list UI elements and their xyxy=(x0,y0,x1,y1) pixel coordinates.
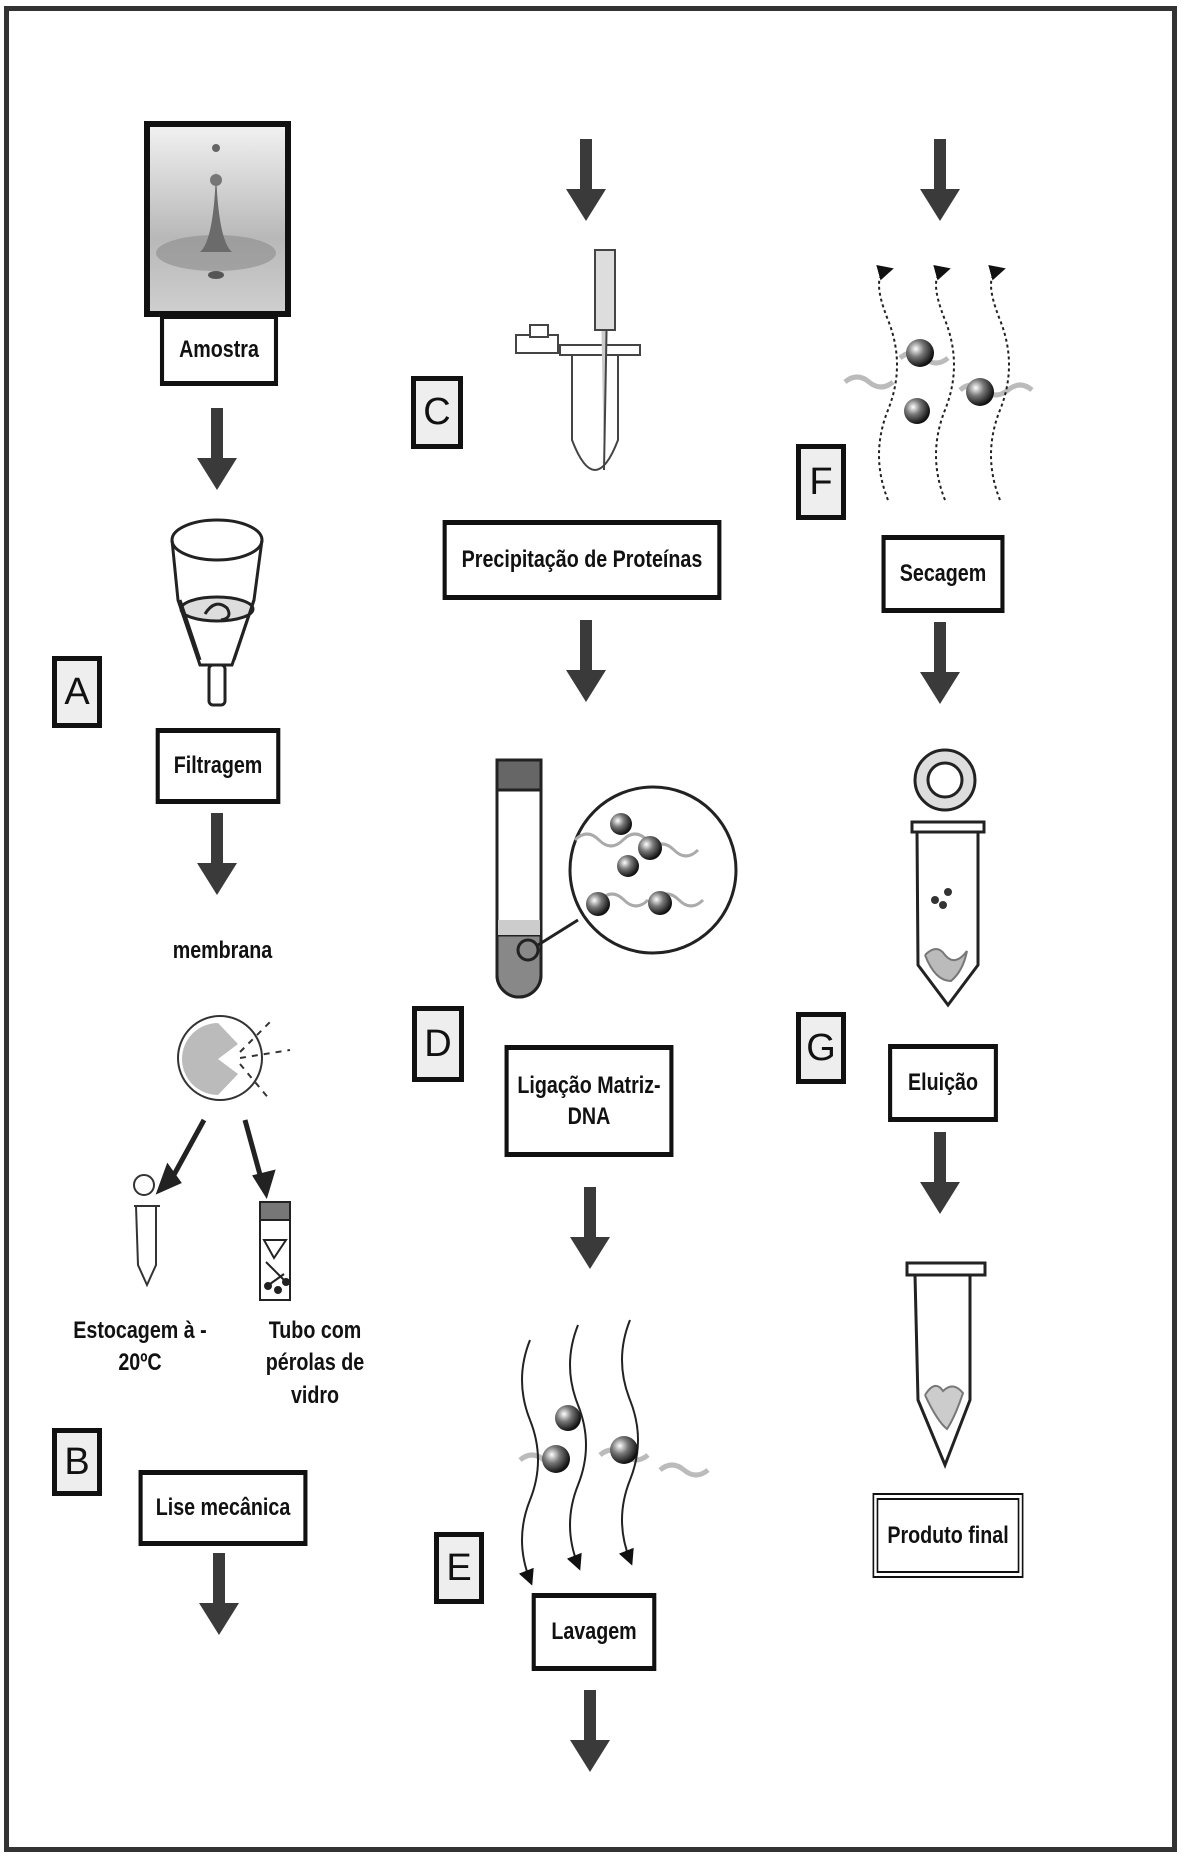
marker-c: C xyxy=(411,376,463,449)
step-amostra: Amostra xyxy=(160,314,278,386)
split-arrows xyxy=(160,1120,272,1193)
pipette-tube-icon xyxy=(516,250,640,470)
washing-illustration xyxy=(520,1320,708,1580)
storage-label: Estocagem à - 20ºC xyxy=(70,1315,209,1380)
water-drop-image xyxy=(147,124,288,314)
marker-g: G xyxy=(796,1012,846,1084)
marker-b: B xyxy=(52,1428,102,1496)
step-secagem-label: Secagem xyxy=(900,558,986,589)
bead-tube-icon xyxy=(260,1202,290,1300)
marker-f: F xyxy=(796,444,846,520)
step-precipitacao-label: Precipitação de Proteínas xyxy=(462,544,703,575)
step-produto-final: Produto final xyxy=(873,1493,1024,1578)
step-ligacao: Ligação Matriz- DNA xyxy=(505,1045,674,1157)
step-ligacao-label: Ligação Matriz- DNA xyxy=(517,1070,660,1132)
membrana-label: membrana xyxy=(155,935,290,967)
matrix-binding-icon xyxy=(497,760,736,997)
step-produto-final-label: Produto final xyxy=(887,1520,1008,1551)
elution-tube-icon xyxy=(912,750,984,1005)
step-lavagem-label: Lavagem xyxy=(551,1616,636,1647)
final-product-tube-icon xyxy=(907,1263,985,1465)
marker-a: A xyxy=(52,656,102,728)
step-filtragem-label: Filtragem xyxy=(174,750,263,781)
bead-tube-label: Tubo com pérolas de vidro xyxy=(254,1315,377,1412)
drying-illustration xyxy=(845,270,1032,500)
step-secagem: Secagem xyxy=(882,535,1005,613)
step-amostra-label: Amostra xyxy=(179,334,259,365)
step-eluicao: Eluição xyxy=(888,1044,998,1122)
step-filtragem: Filtragem xyxy=(156,728,281,804)
funnel-filter-icon xyxy=(172,520,262,705)
marker-e: E xyxy=(434,1532,484,1604)
step-eluicao-label: Eluição xyxy=(908,1067,978,1098)
storage-tube-icon xyxy=(134,1175,160,1285)
step-precipitacao: Precipitação de Proteínas xyxy=(443,520,722,600)
step-lavagem: Lavagem xyxy=(532,1593,657,1671)
step-lise-label: Lise mecânica xyxy=(156,1492,291,1523)
marker-d: D xyxy=(412,1006,464,1082)
step-lise: Lise mecânica xyxy=(139,1470,308,1546)
membrane-disc-icon xyxy=(178,1016,290,1100)
